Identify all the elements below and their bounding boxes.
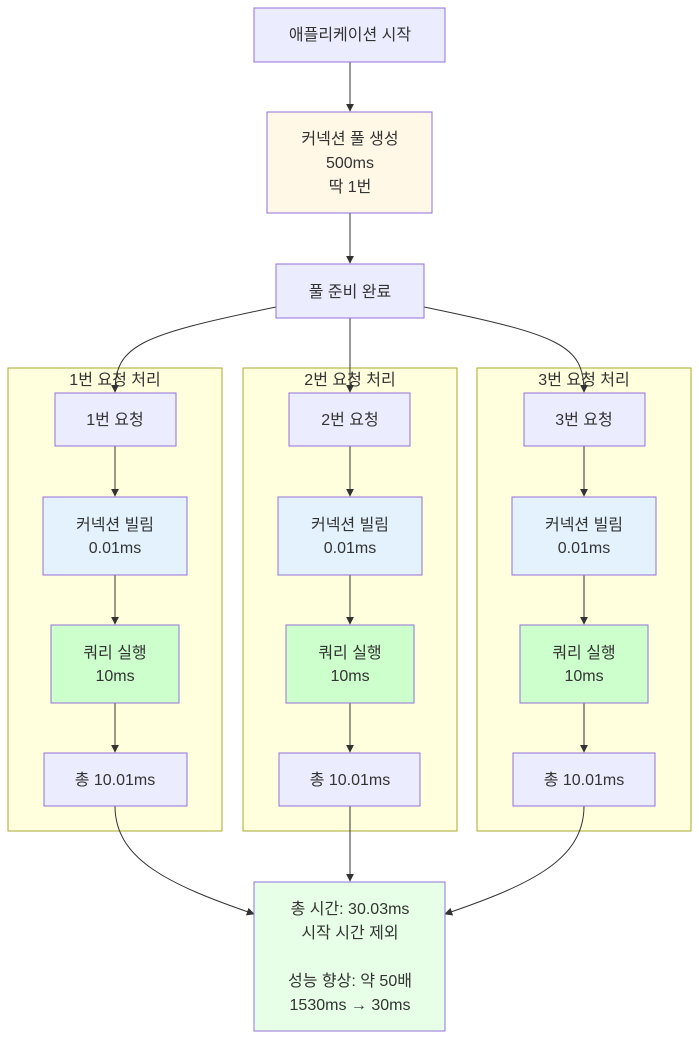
- svg-text:10ms: 10ms: [330, 668, 369, 685]
- node-total-1: 총 10.01ms: [43, 752, 188, 807]
- svg-text:0.01ms: 0.01ms: [324, 540, 376, 557]
- svg-text:커넥션 빌림: 커넥션 빌림: [76, 516, 154, 534]
- node-query-3: 쿼리 실행 10ms: [519, 624, 649, 704]
- svg-text:총 10.01ms: 총 10.01ms: [310, 771, 391, 789]
- node-total-3: 총 10.01ms: [512, 752, 656, 807]
- svg-text:쿼리 실행: 쿼리 실행: [83, 644, 146, 662]
- svg-text:쿼리 실행: 쿼리 실행: [318, 644, 381, 662]
- node-app-start: 애플리케이션 시작: [253, 7, 446, 63]
- svg-text:쿼리 실행: 쿼리 실행: [552, 644, 615, 662]
- svg-text:500ms: 500ms: [326, 155, 374, 172]
- edge-ready-to-request-3: [423, 306, 588, 393]
- node-request-1: 1번 요청: [54, 392, 177, 447]
- svg-text:1530ms → 30ms: 1530ms → 30ms: [290, 997, 411, 1014]
- svg-text:커넥션 풀 생성: 커넥션 풀 생성: [301, 130, 398, 148]
- node-borrow-2: 커넥션 빌림 0.01ms: [277, 496, 423, 576]
- svg-text:총 시간: 30.03ms: 총 시간: 30.03ms: [291, 900, 410, 918]
- node-query-2: 쿼리 실행 10ms: [285, 624, 415, 704]
- svg-text:10ms: 10ms: [564, 668, 603, 685]
- svg-text:10ms: 10ms: [95, 668, 134, 685]
- svg-text:시작 시간 제외: 시작 시간 제외: [301, 924, 398, 942]
- node-query-1: 쿼리 실행 10ms: [50, 624, 180, 704]
- cluster-title: 3번 요청 처리: [538, 371, 629, 389]
- svg-text:2번 요청: 2번 요청: [321, 411, 379, 429]
- svg-text:성능 향상: 약 50배: 성능 향상: 약 50배: [288, 972, 412, 990]
- svg-text:0.01ms: 0.01ms: [89, 540, 141, 557]
- node-request-3: 3번 요청: [523, 392, 646, 447]
- node-pool-ready: 풀 준비 완료: [275, 263, 425, 319]
- svg-text:풀 준비 완료: 풀 준비 완료: [309, 283, 392, 301]
- edge-total-1-to-summary: [114, 805, 255, 916]
- svg-text:3번 요청: 3번 요청: [555, 411, 613, 429]
- node-total-2: 총 10.01ms: [278, 752, 421, 807]
- edge-total-3-to-summary: [444, 805, 585, 916]
- node-request-2: 2번 요청: [288, 392, 411, 447]
- svg-text:총 10.01ms: 총 10.01ms: [75, 771, 156, 789]
- svg-text:커넥션 빌림: 커넥션 빌림: [311, 516, 389, 534]
- node-borrow-1: 커넥션 빌림 0.01ms: [42, 496, 188, 576]
- node-summary: 총 시간: 30.03ms 시작 시간 제외 성능 향상: 약 50배 1530…: [253, 881, 446, 1032]
- svg-text:커넥션 빌림: 커넥션 빌림: [545, 516, 623, 534]
- svg-text:애플리케이션 시작: 애플리케이션 시작: [289, 26, 411, 44]
- node-pool-create: 커넥션 풀 생성 500ms 딱 1번: [266, 111, 433, 214]
- svg-text:총 10.01ms: 총 10.01ms: [544, 771, 625, 789]
- svg-text:1번 요청: 1번 요청: [86, 411, 144, 429]
- edge-ready-to-request-1: [111, 306, 277, 393]
- edges: [111, 62, 588, 916]
- node-borrow-3: 커넥션 빌림 0.01ms: [511, 496, 657, 576]
- svg-text:딱 1번: 딱 1번: [329, 178, 372, 196]
- cluster-title: 1번 요청 처리: [69, 371, 160, 389]
- svg-text:0.01ms: 0.01ms: [558, 540, 610, 557]
